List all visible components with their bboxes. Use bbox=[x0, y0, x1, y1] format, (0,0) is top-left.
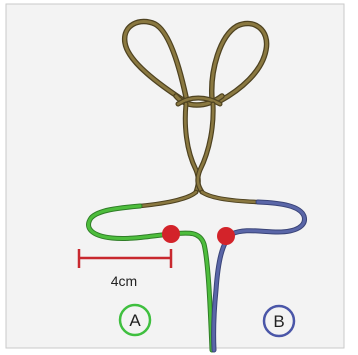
red-dot-right bbox=[217, 227, 235, 245]
red-dot-left bbox=[162, 225, 180, 243]
measure-label: 4cm bbox=[111, 273, 137, 289]
marker-b-label: B bbox=[273, 312, 284, 331]
marker-a-label: A bbox=[129, 311, 141, 330]
